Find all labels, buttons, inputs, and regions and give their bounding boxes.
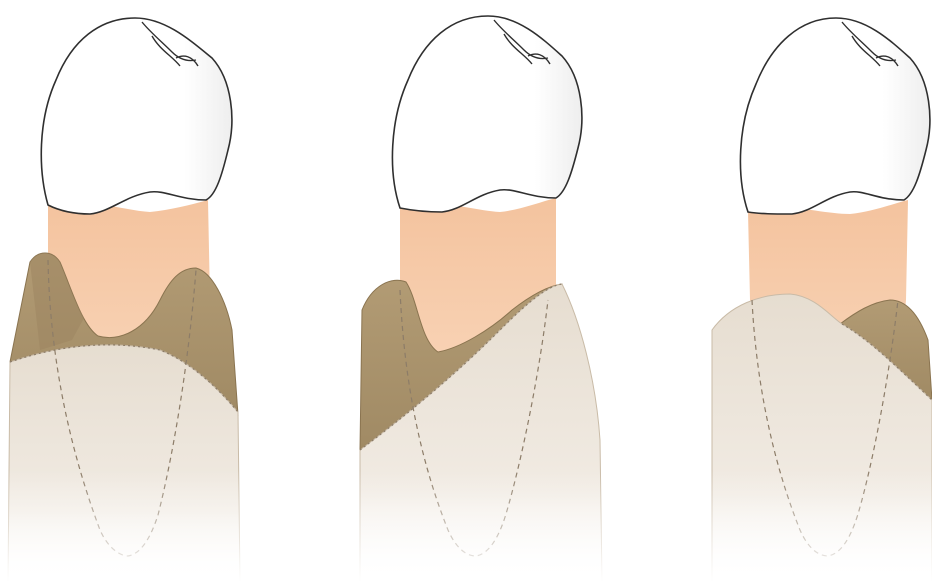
tooth-crown: [740, 18, 929, 214]
tooth-crown: [41, 18, 232, 214]
tooth-crown: [392, 16, 581, 212]
bottom-fade: [0, 470, 932, 582]
